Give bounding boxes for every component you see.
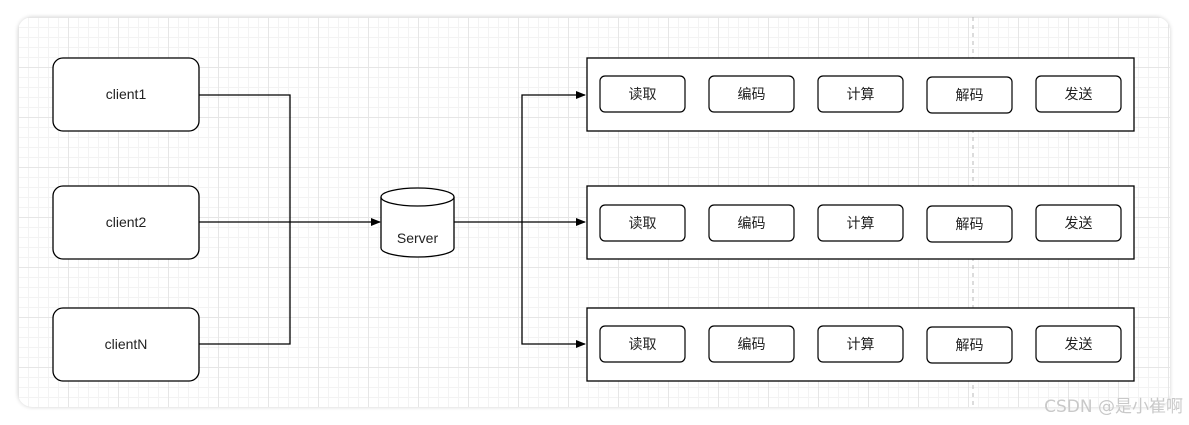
task-label: 读取 bbox=[629, 336, 657, 353]
task-box: 编码 bbox=[708, 75, 795, 113]
connector-pipeline-3 bbox=[521, 222, 586, 348]
task-label: 计算 bbox=[847, 337, 875, 353]
client-node: client1 bbox=[52, 57, 200, 132]
task-label: 发送 bbox=[1065, 87, 1093, 103]
task-box: 发送 bbox=[1035, 204, 1122, 242]
task-box: 读取 bbox=[599, 204, 686, 242]
task-box: 解码 bbox=[926, 205, 1013, 243]
pipeline-row: 读取 编码 计算 解码 发送 bbox=[586, 185, 1135, 260]
pipeline-row: 读取 编码 计算 解码 发送 bbox=[586, 57, 1135, 132]
task-label: 读取 bbox=[629, 215, 657, 232]
task-box: 读取 bbox=[599, 325, 686, 363]
task-label: 发送 bbox=[1065, 216, 1093, 232]
server-connectors bbox=[454, 91, 586, 348]
connector-clientN bbox=[199, 222, 291, 345]
task-label: 解码 bbox=[956, 217, 984, 233]
client-connectors bbox=[199, 94, 381, 345]
task-box: 解码 bbox=[926, 76, 1013, 114]
server-database-icon: Server bbox=[380, 187, 455, 258]
task-box: 计算 bbox=[817, 204, 904, 242]
task-label: 计算 bbox=[847, 216, 875, 232]
task-label: 编码 bbox=[738, 216, 766, 232]
server-label: Server bbox=[397, 230, 439, 246]
task-label: 发送 bbox=[1065, 337, 1093, 353]
pipeline-row: 读取 编码 计算 解码 发送 bbox=[586, 307, 1135, 382]
task-label: 编码 bbox=[738, 87, 766, 103]
task-label: 解码 bbox=[956, 88, 984, 104]
connector-pipeline-1 bbox=[521, 91, 586, 222]
task-box: 发送 bbox=[1035, 325, 1122, 363]
task-box: 发送 bbox=[1035, 75, 1122, 113]
task-label: 计算 bbox=[847, 87, 875, 103]
task-box: 解码 bbox=[926, 326, 1013, 364]
client-node: client2 bbox=[52, 185, 200, 260]
task-box: 计算 bbox=[817, 325, 904, 363]
task-label: 读取 bbox=[629, 86, 657, 103]
client-label: clientN bbox=[105, 336, 148, 352]
task-box: 编码 bbox=[708, 325, 795, 363]
task-label: 编码 bbox=[738, 337, 766, 353]
client-label: client2 bbox=[106, 214, 147, 230]
task-label: 解码 bbox=[956, 338, 984, 354]
client-label: client1 bbox=[106, 86, 147, 102]
connector-client1 bbox=[199, 94, 291, 222]
client-node: clientN bbox=[52, 307, 200, 382]
watermark-text: CSDN @是小崔啊 bbox=[1044, 397, 1183, 417]
task-box: 计算 bbox=[817, 75, 904, 113]
task-box: 编码 bbox=[708, 204, 795, 242]
task-box: 读取 bbox=[599, 75, 686, 113]
